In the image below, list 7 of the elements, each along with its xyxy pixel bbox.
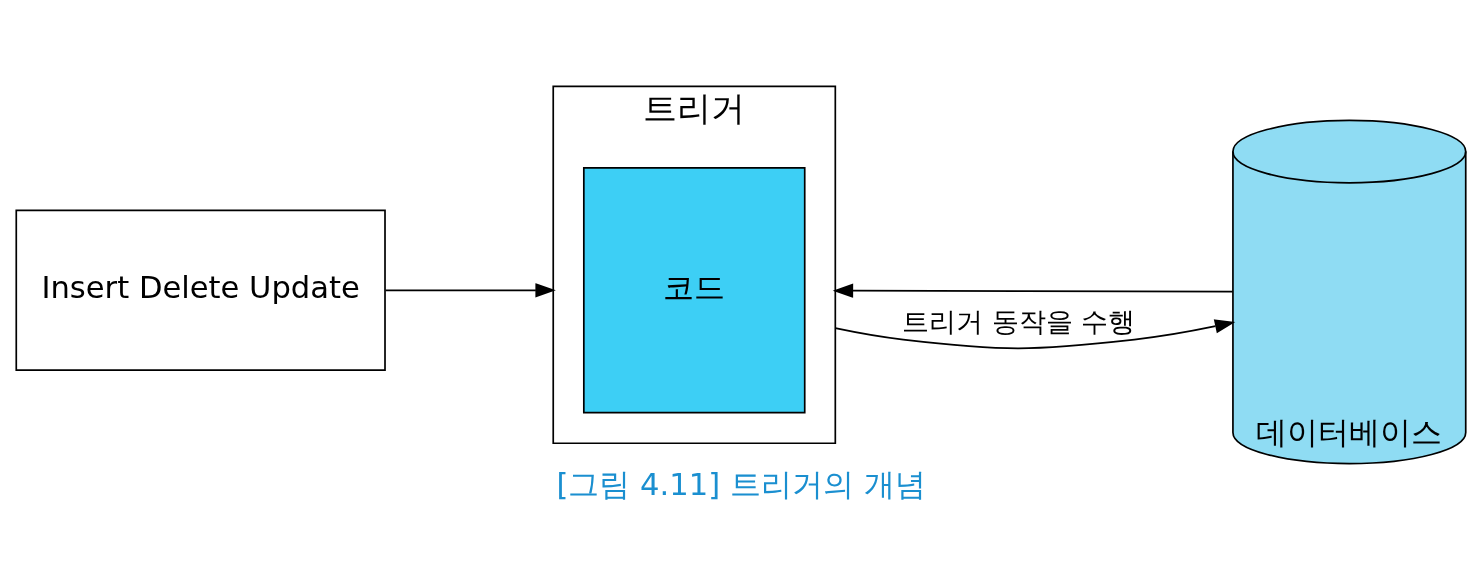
arrow bbox=[834, 319, 1236, 350]
edge-label: 트리거 동작을 수행 bbox=[902, 305, 1136, 337]
caption: [그림 4.11] 트리거의 개념 bbox=[556, 466, 926, 502]
arrow bbox=[384, 283, 556, 298]
node-box: Insert Delete Update bbox=[15, 209, 386, 372]
arrow bbox=[832, 283, 1234, 298]
node-box: 코드 bbox=[582, 167, 806, 414]
